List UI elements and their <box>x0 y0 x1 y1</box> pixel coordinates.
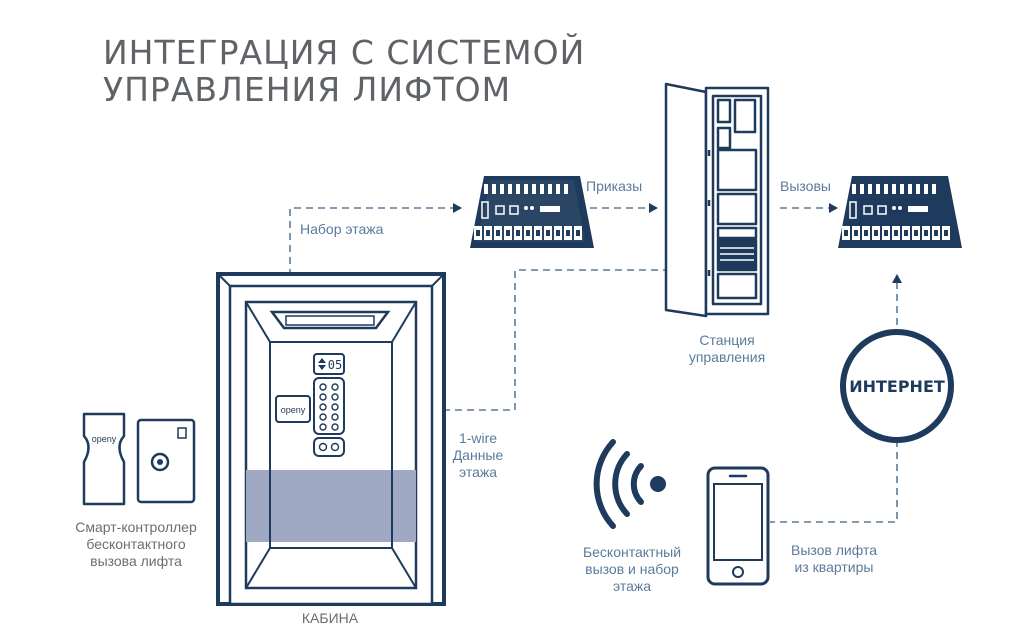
title-line-2: УПРАВЛЕНИЯ ЛИФТОМ <box>103 70 512 109</box>
label-contactless-line-3: этажа <box>612 578 652 594</box>
label-cabin: КАБИНА <box>301 610 359 626</box>
title-line-1: ИНТЕГРАЦИЯ С СИСТЕМОЙ <box>103 33 586 72</box>
label-onewire: 1-wire Данные этажа <box>442 430 514 481</box>
label-onewire-line-1: 1-wire <box>458 430 498 446</box>
smartphone-icon <box>706 466 770 586</box>
arrow-floor-select <box>453 203 462 213</box>
label-contactless: Бесконтактный вызов и набор этажа <box>572 544 692 595</box>
label-call-from-apartment: Вызов лифта из квартиры <box>778 542 890 576</box>
floor-number: 05 <box>328 358 342 372</box>
label-smart-line-1: Смарт-контроллер <box>75 519 197 535</box>
page-title: ИНТЕГРАЦИЯ С СИСТЕМОЙ УПРАВЛЕНИЯ ЛИФТОМ <box>103 34 585 108</box>
label-smart-line-3: вызова лифта <box>90 553 182 569</box>
label-contactless-line-2: вызов и набор <box>585 561 679 577</box>
label-smart-line-2: бесконтактного <box>86 536 186 552</box>
smart-control-box <box>136 418 196 504</box>
line-floor-select <box>289 207 455 300</box>
keyhole-icon <box>150 452 170 472</box>
label-station-line-2: управления <box>688 349 766 365</box>
label-onewire-line-3: этажа <box>458 464 498 480</box>
smart-controller: openy <box>82 412 196 506</box>
internet-node: ИНТЕРНЕТ <box>840 329 954 443</box>
label-onewire-line-2: Данные <box>452 447 504 463</box>
label-call-line-1: Вызов лифта <box>790 542 878 558</box>
arrow-orders <box>649 203 658 213</box>
controller-board-right <box>838 176 962 248</box>
elevator-cabin: 05 openy <box>215 272 447 606</box>
smart-reader <box>82 412 126 506</box>
door-buttons <box>313 437 345 457</box>
cabin-floor-band <box>246 470 416 542</box>
label-call-line-2: из квартиры <box>794 559 874 575</box>
controller-board-left <box>470 176 594 248</box>
label-smart-controller: Смарт-контроллер бесконтактного вызова л… <box>66 519 206 570</box>
cabin-reader-logo: openy <box>281 405 306 415</box>
cabinet-vent-lines <box>720 247 754 261</box>
line-internet-phone <box>770 440 898 523</box>
button-panel <box>313 377 345 435</box>
label-contactless-line-1: Бесконтактный <box>582 544 682 560</box>
arrow-to-board <box>892 274 902 283</box>
cabinet-door <box>664 82 708 318</box>
label-floor-select: Набор этажа <box>300 221 384 237</box>
arrow-calls <box>829 203 838 213</box>
label-station-line-1: Станция <box>699 332 755 348</box>
cabin-reader-panel <box>275 395 311 423</box>
control-station-cabinet <box>664 82 770 318</box>
contactless-icon <box>593 439 666 529</box>
label-calls: Вызовы <box>780 178 831 194</box>
internet-label: ИНТЕРНЕТ <box>849 377 945 396</box>
arrow-heads <box>453 203 902 283</box>
smart-reader-logo: openy <box>92 434 117 444</box>
label-station: Станция управления <box>672 332 782 366</box>
label-orders: Приказы <box>586 178 643 194</box>
